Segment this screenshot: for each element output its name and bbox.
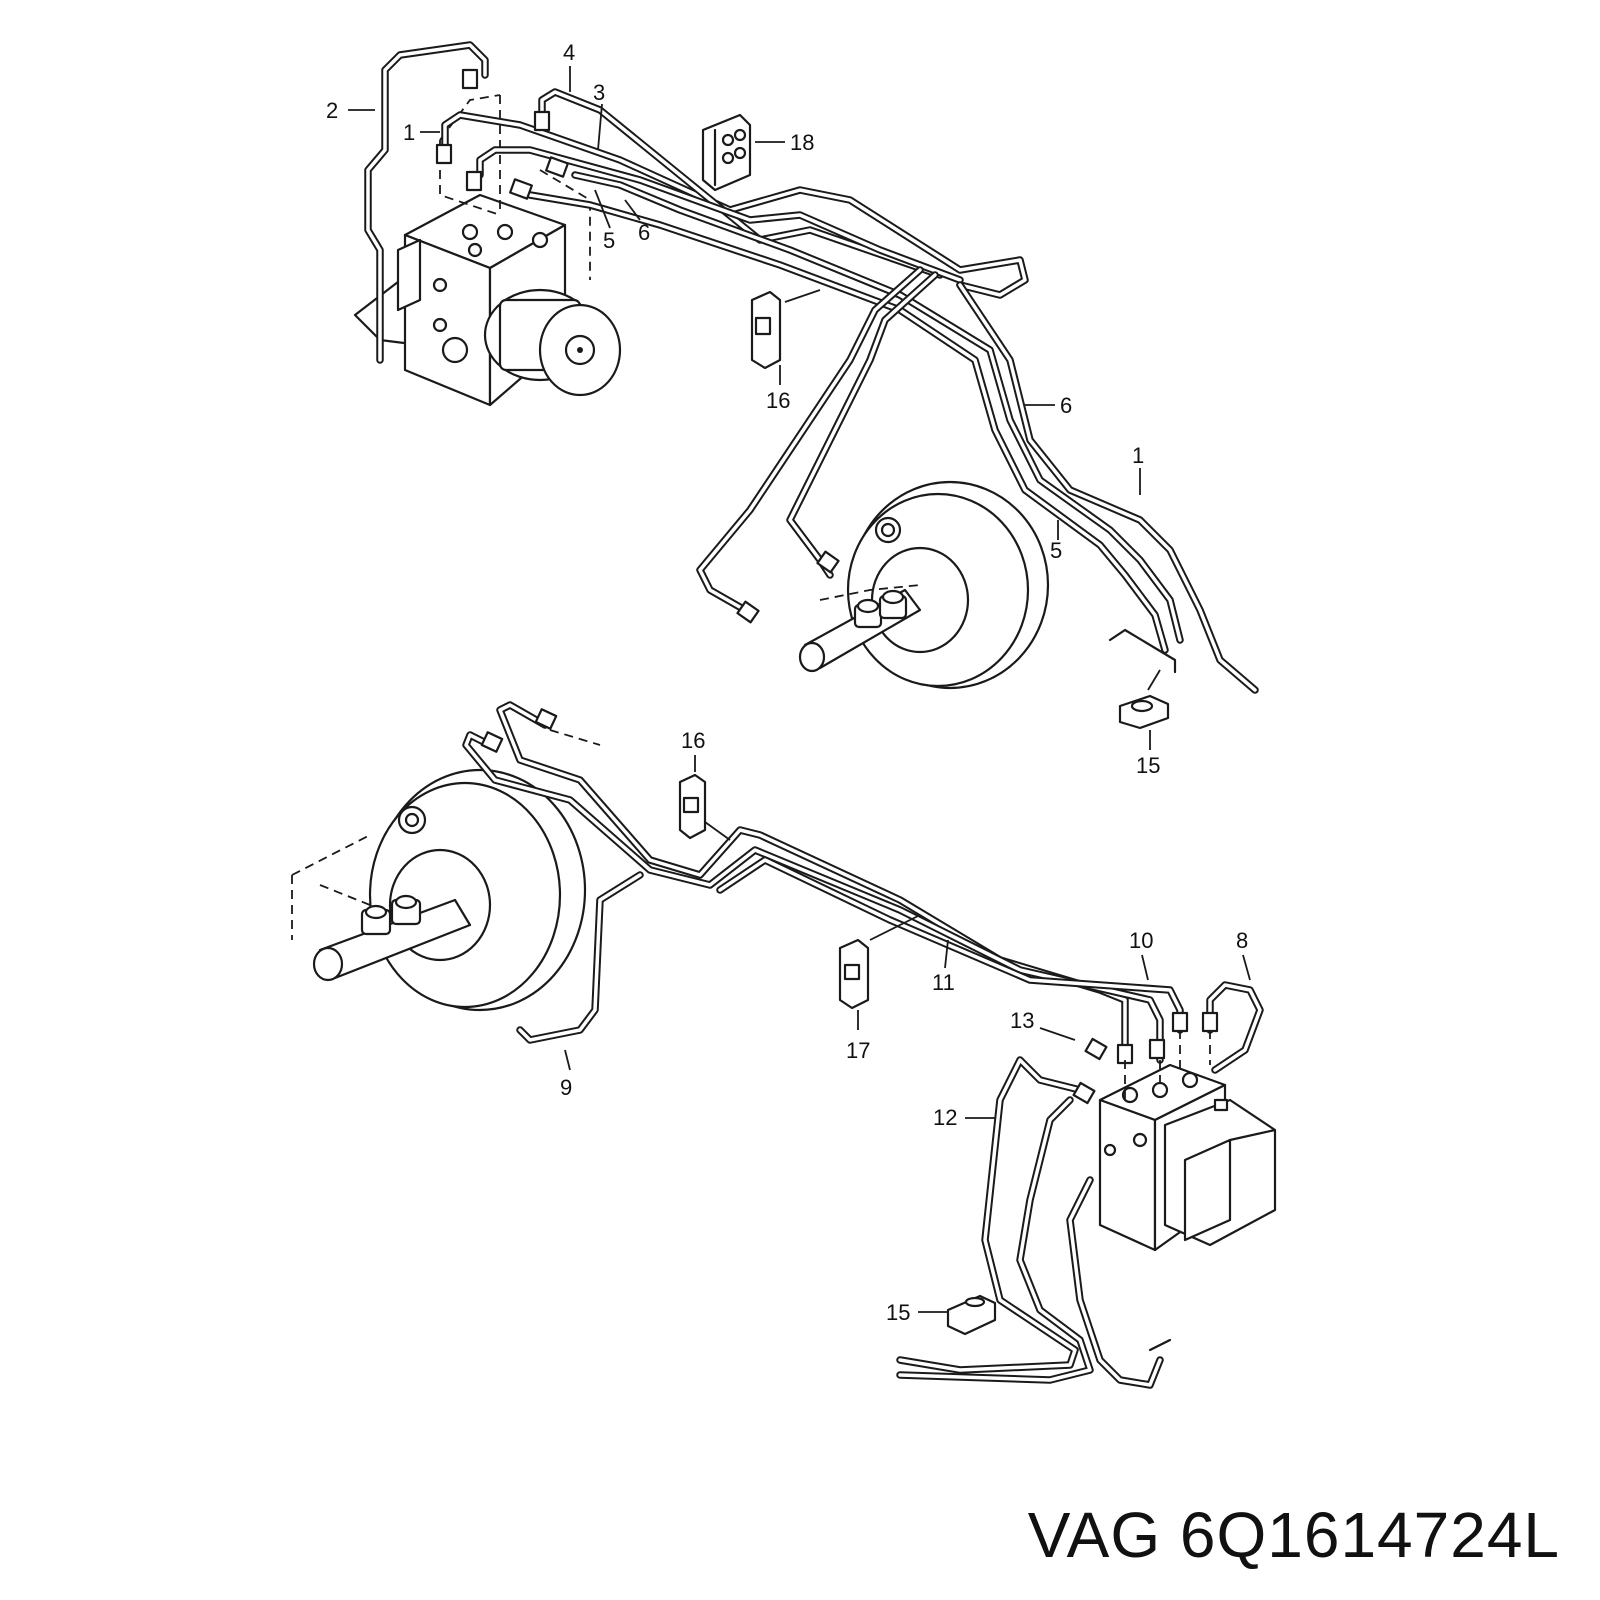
- part-number-label: VAG 6Q1614724L: [1028, 1498, 1560, 1572]
- pipe-1-descent: [956, 281, 1259, 694]
- callout-10: 10: [1129, 928, 1153, 953]
- callout-2: 2: [326, 98, 338, 123]
- pipe-12: [896, 1056, 1164, 1389]
- fittings-top: [435, 68, 840, 624]
- callout-5-top: 5: [603, 228, 615, 253]
- callout-8: 8: [1236, 928, 1248, 953]
- pipe-5-6-upper: [526, 171, 1184, 654]
- abs-unit-bottom: [1098, 1063, 1277, 1252]
- pipe-bundle-lower: [462, 701, 1184, 1064]
- callout-1-mid: 1: [1132, 443, 1144, 468]
- callout-5-mid: 5: [1050, 538, 1062, 563]
- callout-9: 9: [560, 1075, 572, 1100]
- clip-18: [701, 113, 752, 192]
- callout-16-top: 16: [766, 388, 790, 413]
- leader-lines: [348, 66, 1251, 1313]
- brand-name: VAG: [1027, 1499, 1162, 1571]
- clip-17: [838, 938, 870, 1010]
- pipe-9: [516, 871, 644, 1044]
- clip-16-top: [750, 290, 782, 370]
- callout-17: 17: [846, 1038, 870, 1063]
- callout-4: 4: [563, 40, 575, 65]
- callout-15-top: 15: [1136, 753, 1160, 778]
- brake-booster-top: [846, 480, 1050, 690]
- fittings-bottom: [480, 708, 1219, 1105]
- callout-13: 13: [1010, 1008, 1034, 1033]
- callout-11: 11: [932, 970, 955, 995]
- clip-15-bottom: [946, 1294, 997, 1336]
- callout-16-bottom: 16: [681, 728, 705, 753]
- brake-booster-bottom: [368, 768, 587, 1012]
- callout-1-top: 1: [403, 120, 415, 145]
- abs-unit-top: [353, 193, 622, 407]
- master-cylinder-bottom: [312, 894, 472, 982]
- master-cylinder-top: [798, 584, 922, 673]
- callout-6-mid: 6: [1060, 393, 1072, 418]
- pipe-bundle-upper: [441, 88, 1029, 299]
- callout-3: 3: [593, 80, 605, 105]
- pipe-8: [1206, 981, 1264, 1074]
- callout-18: 18: [790, 130, 814, 155]
- part-number: 6Q1614724L: [1179, 1499, 1560, 1571]
- pipe-2: [364, 41, 489, 364]
- callout-6-top: 6: [638, 220, 650, 245]
- clip-15-top: [1118, 694, 1170, 730]
- callout-15-bottom: 15: [886, 1300, 910, 1325]
- callout-labels: 1 2 4 3 5 6 18 16 6 1 5 15 16 10 8 11 13…: [326, 40, 1248, 1325]
- callout-12: 12: [933, 1105, 957, 1130]
- clip-16-bottom: [678, 773, 707, 840]
